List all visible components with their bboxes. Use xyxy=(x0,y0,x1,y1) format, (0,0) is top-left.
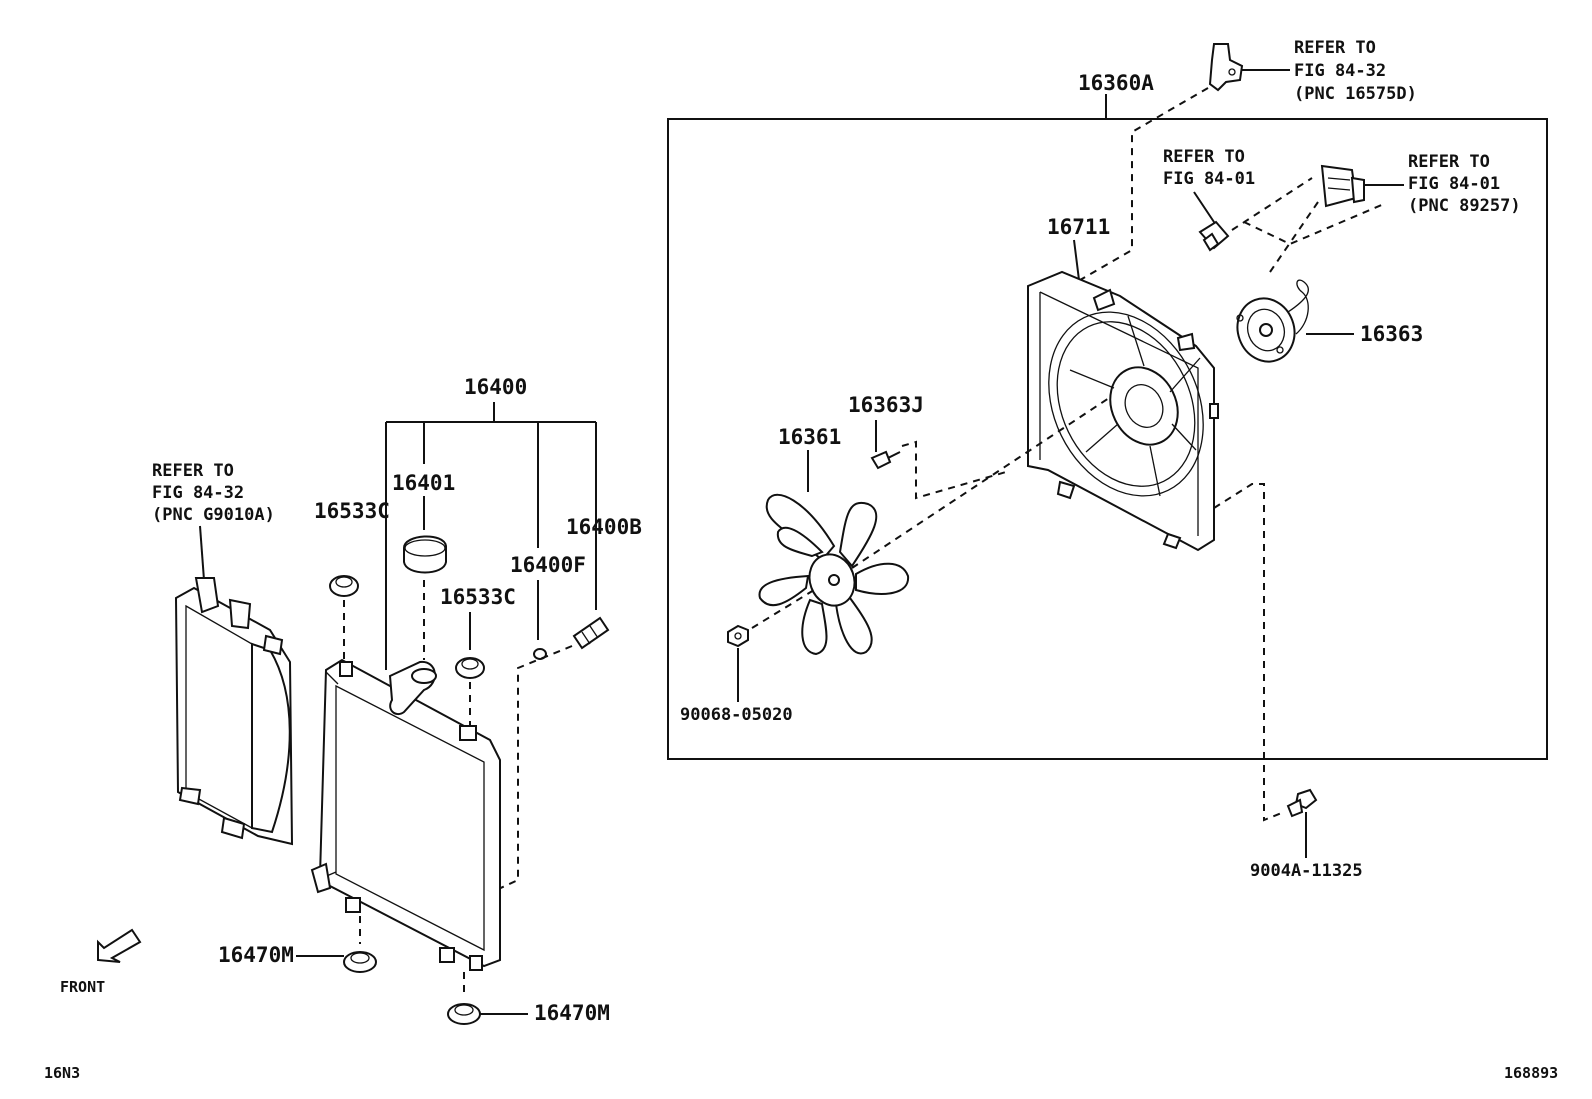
svg-text:(PNC 89257): (PNC 89257) xyxy=(1408,196,1521,216)
bolt-icon xyxy=(1193,191,1230,252)
svg-text:FIG 84-01: FIG 84-01 xyxy=(1163,169,1255,189)
svg-text:(PNC 16575D): (PNC 16575D) xyxy=(1294,84,1417,104)
drain-washer-icon xyxy=(533,648,547,660)
ref-left: REFER TO FIG 84-32 (PNC G9010A) xyxy=(152,461,275,525)
svg-text:FIG 84-32: FIG 84-32 xyxy=(152,483,244,503)
cushion-icon-a xyxy=(329,575,359,597)
label-16470M-a: 16470M xyxy=(218,943,294,967)
label-16711: 16711 xyxy=(1047,215,1110,239)
svg-text:REFER TO: REFER TO xyxy=(1408,152,1490,172)
cushion-icon-b xyxy=(455,657,485,679)
fan-assembly-frame xyxy=(667,118,1548,760)
radiator-with-shroud xyxy=(174,577,294,846)
label-9004A-11325: 9004A-11325 xyxy=(1250,861,1363,881)
bolt-9004A-icon xyxy=(1286,788,1318,818)
label-16470M-b: 16470M xyxy=(534,1001,610,1025)
label-16400B: 16400B xyxy=(566,515,642,539)
radiator-cap xyxy=(403,535,447,574)
ref-bolt: REFER TO FIG 84-01 xyxy=(1163,147,1255,189)
label-16533C-a: 16533C xyxy=(314,499,390,523)
svg-text:FIG 84-32: FIG 84-32 xyxy=(1294,61,1386,81)
drain-plug-icon xyxy=(572,616,610,650)
footer-right-code: 168893 xyxy=(1504,1064,1558,1082)
label-90068-05020: 90068-05020 xyxy=(680,705,793,725)
fan-blade xyxy=(758,493,910,656)
label-16363J: 16363J xyxy=(848,393,924,417)
ref-connector: REFER TO FIG 84-01 (PNC 89257) xyxy=(1408,152,1521,216)
front-label: FRONT xyxy=(60,978,105,996)
connector-icon xyxy=(1320,164,1365,208)
footer-left-code: 16N3 xyxy=(44,1064,80,1082)
label-16400F: 16400F xyxy=(510,553,586,577)
nut-icon xyxy=(727,624,749,648)
fan-motor xyxy=(1236,279,1309,363)
svg-text:(PNC G9010A): (PNC G9010A) xyxy=(152,505,275,525)
screw-icon xyxy=(870,450,901,470)
support-icon-a xyxy=(343,951,377,973)
label-16363: 16363 xyxy=(1360,322,1423,346)
label-16533C-b: 16533C xyxy=(440,585,516,609)
front-arrow-icon xyxy=(97,928,142,963)
bracket-icon xyxy=(1208,43,1244,92)
svg-text:REFER TO: REFER TO xyxy=(1163,147,1245,167)
svg-text:REFER TO: REFER TO xyxy=(152,461,234,481)
svg-text:REFER TO: REFER TO xyxy=(1294,38,1376,58)
fan-shroud xyxy=(1027,270,1219,552)
label-16400: 16400 xyxy=(464,375,527,399)
label-16360A: 16360A xyxy=(1078,71,1154,95)
radiator xyxy=(310,658,501,971)
ref-top: REFER TO FIG 84-32 (PNC 16575D) xyxy=(1294,38,1417,104)
label-16361: 16361 xyxy=(778,425,841,449)
label-16401: 16401 xyxy=(392,471,455,495)
svg-text:FIG 84-01: FIG 84-01 xyxy=(1408,174,1500,194)
support-icon-b xyxy=(447,1003,481,1025)
